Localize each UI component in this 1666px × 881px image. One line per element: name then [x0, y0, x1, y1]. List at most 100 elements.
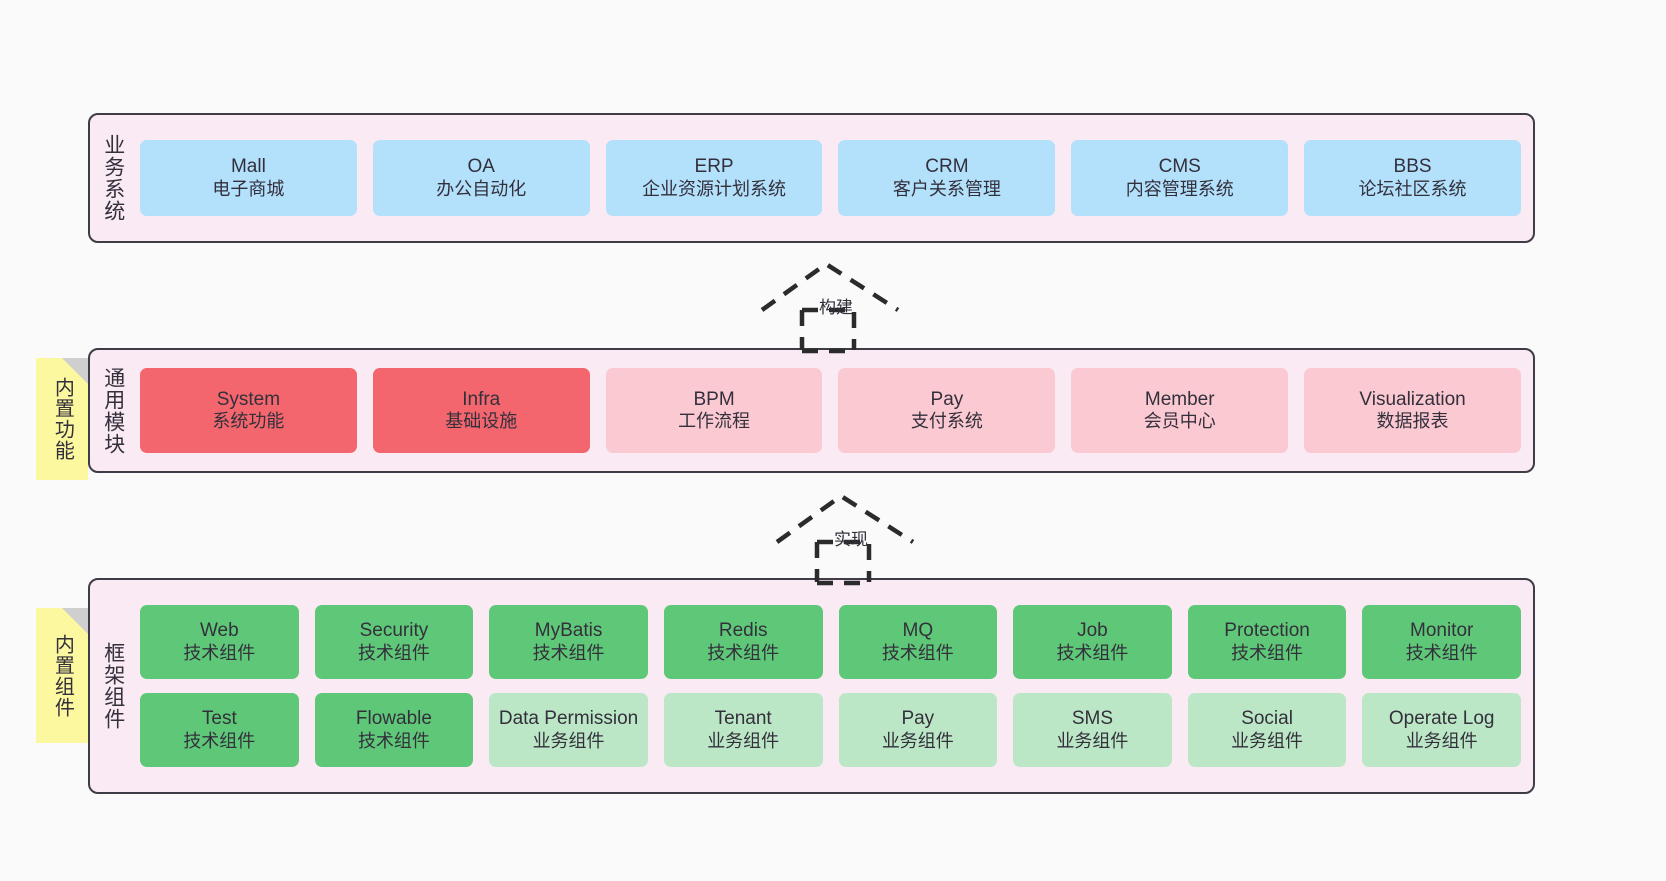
- node-title-en: SMS: [1071, 708, 1114, 730]
- node-social[interactable]: Social 业务组件: [1187, 693, 1347, 767]
- node-title-cn: 会员中心: [1143, 411, 1216, 432]
- node-title-en: Visualization: [1359, 388, 1466, 410]
- sticky-note-builtin-component: 内置组件: [36, 608, 88, 743]
- node-title-cn: 技术组件: [183, 730, 256, 751]
- node-title-en: Infra: [462, 388, 501, 410]
- node-title-cn: 技术组件: [183, 642, 256, 663]
- connector-implement-arrow-stem: [817, 580, 869, 586]
- node-row: Test 技术组件 Flowable 技术组件 Data Permission …: [140, 693, 1521, 767]
- node-security[interactable]: Security 技术组件: [314, 605, 474, 679]
- layer-framework-component: 框架组件 Web 技术组件 Security 技术组件 MyBatis 技术组件…: [88, 578, 1535, 794]
- layer-business-system: 业务系统 Mall 电子商城 OA 办公自动化 ERP 企业资源计划系统 CRM…: [88, 113, 1535, 243]
- node-visualization[interactable]: Visualization 数据报表: [1304, 368, 1521, 453]
- node-title-cn: 电子商城: [212, 178, 285, 199]
- sticky-note-label: 内置组件: [51, 633, 74, 718]
- node-title-cn: 基础设施: [445, 411, 518, 432]
- node-title-cn: 业务组件: [1231, 730, 1304, 751]
- node-title-cn: 技术组件: [357, 642, 430, 663]
- node-title-cn: 技术组件: [1056, 642, 1129, 663]
- node-data-permission[interactable]: Data Permission 业务组件: [489, 693, 648, 767]
- node-pay-component[interactable]: Pay 业务组件: [838, 693, 998, 767]
- layer-common-module: 通用模块 System 系统功能 Infra 基础设施 BPM 工作流程 Pay…: [88, 348, 1535, 473]
- node-title-en: Job: [1077, 620, 1108, 642]
- node-crm[interactable]: CRM 客户关系管理: [838, 140, 1056, 216]
- node-title-cn: 业务组件: [532, 730, 605, 751]
- node-operate-log[interactable]: Operate Log 业务组件: [1362, 693, 1521, 767]
- node-title-en: Security: [359, 620, 429, 642]
- node-title-cn: 技术组件: [357, 730, 430, 751]
- layer-title-common-module: 通用模块: [101, 366, 125, 455]
- node-monitor[interactable]: Monitor 技术组件: [1362, 605, 1521, 679]
- node-title-cn: 技术组件: [707, 642, 780, 663]
- sticky-note-label: 内置功能: [51, 377, 74, 461]
- node-mall[interactable]: Mall 电子商城: [140, 140, 357, 216]
- node-oa[interactable]: OA 办公自动化: [372, 140, 590, 216]
- node-infra[interactable]: Infra 基础设施: [372, 368, 590, 453]
- node-title-en: Social: [1241, 708, 1293, 730]
- sticky-note-builtin-function: 内置功能: [36, 358, 88, 480]
- node-title-cn: 技术组件: [532, 642, 605, 663]
- node-cms[interactable]: CMS 内容管理系统: [1071, 140, 1289, 216]
- note-fold-corner: [62, 608, 88, 634]
- node-tenant[interactable]: Tenant 业务组件: [663, 693, 823, 767]
- node-title-cn: 数据报表: [1376, 411, 1449, 432]
- layer-body-framework-component: Web 技术组件 Security 技术组件 MyBatis 技术组件 Redi…: [136, 580, 1533, 792]
- node-bpm[interactable]: BPM 工作流程: [605, 368, 823, 453]
- node-title-cn: 系统功能: [212, 411, 285, 432]
- node-title-cn: 业务组件: [707, 730, 780, 751]
- node-job[interactable]: Job 技术组件: [1013, 605, 1172, 679]
- node-flowable[interactable]: Flowable 技术组件: [314, 693, 474, 767]
- node-redis[interactable]: Redis 技术组件: [663, 605, 823, 679]
- node-title-cn: 业务组件: [1056, 730, 1129, 751]
- node-mq[interactable]: MQ 技术组件: [838, 605, 998, 679]
- node-title-en: Pay: [930, 388, 964, 410]
- node-title-en: ERP: [694, 156, 734, 178]
- node-title-cn: 技术组件: [1405, 642, 1478, 663]
- node-web[interactable]: Web 技术组件: [140, 605, 299, 679]
- node-test[interactable]: Test 技术组件: [140, 693, 299, 767]
- layer-title-business-system: 业务系统: [101, 134, 125, 222]
- node-title-en: MyBatis: [534, 620, 603, 642]
- node-title-en: Mall: [230, 156, 266, 178]
- connector-implement-arrow: [775, 493, 915, 582]
- node-member[interactable]: Member 会员中心: [1071, 368, 1289, 453]
- connector-implement-label: 实现: [834, 530, 868, 549]
- node-title-cn: 支付系统: [910, 411, 983, 432]
- node-erp[interactable]: ERP 企业资源计划系统: [605, 140, 823, 216]
- connector-build-arrow: [760, 261, 900, 350]
- node-title-en: Pay: [901, 708, 935, 730]
- node-title-en: CRM: [925, 156, 969, 178]
- node-system[interactable]: System 系统功能: [140, 368, 357, 453]
- node-mybatis[interactable]: MyBatis 技术组件: [489, 605, 648, 679]
- layer-body-common-module: System 系统功能 Infra 基础设施 BPM 工作流程 Pay 支付系统…: [136, 350, 1533, 471]
- node-title-cn: 论坛社区系统: [1358, 178, 1467, 199]
- node-title-en: BPM: [693, 388, 735, 410]
- node-title-cn: 业务组件: [1405, 730, 1478, 751]
- node-title-en: Member: [1144, 388, 1215, 410]
- node-title-en: Test: [201, 708, 237, 730]
- node-title-cn: 技术组件: [1231, 642, 1304, 663]
- node-sms[interactable]: SMS 业务组件: [1013, 693, 1172, 767]
- node-title-en: Operate Log: [1388, 708, 1495, 730]
- node-title-cn: 办公自动化: [436, 178, 527, 199]
- layer-body-business-system: Mall 电子商城 OA 办公自动化 ERP 企业资源计划系统 CRM 客户关系…: [136, 115, 1533, 241]
- node-title-en: System: [216, 388, 281, 410]
- node-title-cn: 工作流程: [678, 411, 751, 432]
- node-pay[interactable]: Pay 支付系统: [838, 368, 1056, 453]
- connector-build-arrow-stem: [802, 348, 854, 354]
- node-title-en: BBS: [1393, 156, 1432, 178]
- node-title-cn: 业务组件: [881, 730, 954, 751]
- connector-build-label: 构建: [819, 298, 853, 317]
- node-bbs[interactable]: BBS 论坛社区系统: [1304, 140, 1521, 216]
- node-title-en: Redis: [718, 620, 768, 642]
- layer-title-framework-component: 框架组件: [101, 642, 125, 730]
- node-row: System 系统功能 Infra 基础设施 BPM 工作流程 Pay 支付系统…: [140, 368, 1521, 453]
- node-title-en: Monitor: [1410, 620, 1474, 642]
- node-protection[interactable]: Protection 技术组件: [1187, 605, 1347, 679]
- node-title-en: Web: [199, 620, 239, 642]
- node-row: Web 技术组件 Security 技术组件 MyBatis 技术组件 Redi…: [140, 605, 1521, 679]
- node-title-cn: 企业资源计划系统: [642, 178, 787, 199]
- node-row: Mall 电子商城 OA 办公自动化 ERP 企业资源计划系统 CRM 客户关系…: [140, 140, 1521, 216]
- node-title-cn: 内容管理系统: [1125, 178, 1234, 199]
